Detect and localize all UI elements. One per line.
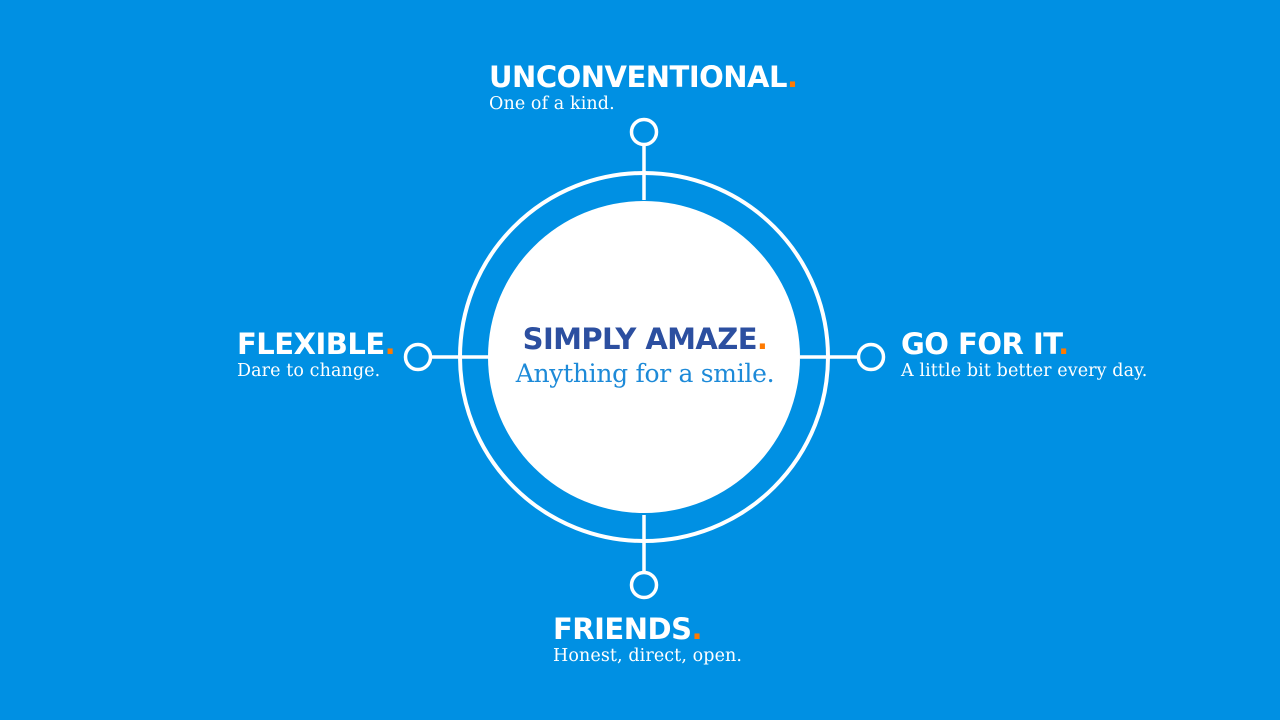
value-left: FLEXIBLE. Dare to change. — [237, 327, 396, 382]
value-bottom: FRIENDS. Honest, direct, open. — [553, 613, 742, 667]
node-left — [403, 342, 433, 372]
center-text: SIMPLY AMAZE. Anything for a smile. — [490, 320, 800, 390]
value-right-subtitle: A little bit better every day. — [901, 361, 1148, 381]
value-bottom-dot: . — [691, 612, 703, 646]
value-top-subtitle: One of a kind. — [489, 94, 615, 114]
value-left-title: FLEXIBLE. — [237, 327, 396, 361]
node-bottom — [629, 570, 659, 600]
center-title: SIMPLY AMAZE. — [490, 320, 800, 358]
outer-ring — [458, 171, 830, 543]
center-subtitle: Anything for a smile. — [515, 359, 775, 388]
value-bottom-subtitle: Honest, direct, open. — [553, 646, 743, 666]
value-left-title-text: FLEXIBLE — [237, 327, 385, 361]
value-left-dot: . — [384, 327, 396, 361]
value-top: UNCONVENTIONAL. One of a kind. — [489, 61, 798, 115]
value-top-title: UNCONVENTIONAL. — [489, 61, 798, 93]
value-top-dot: . — [786, 60, 798, 94]
value-right-title: GO FOR IT. — [901, 328, 1147, 360]
value-right-dot: . — [1058, 327, 1069, 361]
node-top — [629, 117, 659, 147]
value-right: GO FOR IT. A little bit better every day… — [901, 328, 1147, 382]
center-dot: . — [756, 322, 768, 356]
center-title-text: SIMPLY AMAZE — [522, 322, 758, 356]
value-bottom-title: FRIENDS. — [553, 613, 742, 645]
node-right — [856, 342, 886, 372]
value-top-title-text: UNCONVENTIONAL — [489, 60, 787, 94]
value-left-subtitle: Dare to change. — [237, 361, 381, 381]
value-bottom-title-text: FRIENDS — [553, 612, 692, 646]
center-disc — [488, 201, 800, 513]
value-right-title-text: GO FOR IT — [901, 327, 1059, 361]
